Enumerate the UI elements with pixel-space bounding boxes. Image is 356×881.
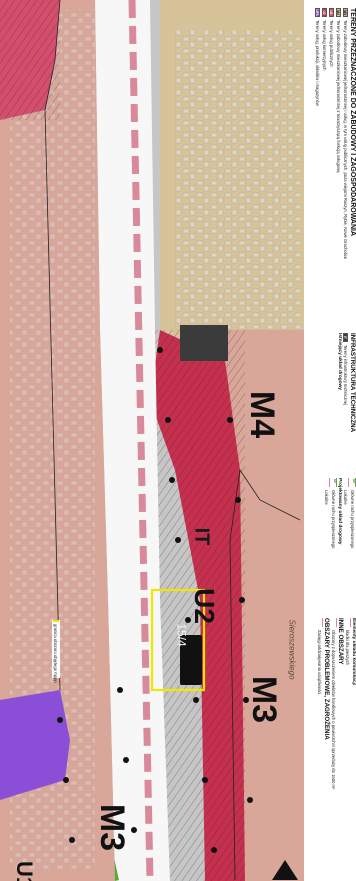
legend-text: Główne ruchu przyspieszonego (331, 490, 336, 549)
road-node (247, 797, 253, 803)
street-label: Sieroszewskiego (287, 619, 297, 680)
legend-panel: TERENY PRZEZNACZONE DO ZABUDOWY I ZAGOSP… (304, 0, 356, 881)
legend-swatch: U2 (321, 8, 328, 17)
legend-text: Tereny usług komercyjnych (322, 20, 327, 71)
road-node (235, 497, 241, 503)
road-node (227, 417, 233, 423)
road-node (175, 537, 181, 543)
map-drawing (0, 0, 306, 881)
legend-comm-title: Elementy układu komunikacji (351, 618, 356, 686)
boundary-legend-box: granica obszaru objętego mppp (52, 620, 60, 683)
road-node (165, 417, 171, 423)
legend-text: Tereny zabudowy mieszkaniowej jednorodzi… (343, 20, 348, 260)
zone-label-it: IT (190, 527, 213, 546)
legend-text: Tereny usług, produkcji, składów i magaz… (315, 20, 320, 106)
road-node (117, 687, 123, 693)
legend-line-swatch (342, 478, 349, 487)
legend-other-rows: Obszary z dopuszczeniem obiektów handlow… (330, 618, 337, 868)
legend-comm-rows: kładki dla pieszych (344, 618, 351, 868)
legend-swatch: M3 (342, 8, 349, 17)
legend-problem-rows: Zasięgi oddziaływania uciążliwości (316, 618, 323, 868)
road-node (157, 347, 163, 353)
legend-text: Tereny infrastruktury technicznej (343, 345, 348, 406)
boundary-line-right (229, 468, 301, 881)
legend-text: Lokalne (343, 490, 348, 505)
north-arrow (272, 860, 298, 880)
local-road-line (128, 0, 154, 881)
legend-line-swatch (316, 618, 323, 627)
legend-other-title: INNE OBSZARY (337, 618, 344, 665)
road-node (202, 777, 208, 783)
legend-text: Tereny zabudowy mieszkaniowej jednorodzi… (336, 20, 341, 173)
road-node (123, 757, 129, 763)
boundary-swatch (53, 620, 59, 622)
legend-swatch: M4 (335, 8, 342, 17)
u1-hatch (0, 0, 60, 120)
legend-line-swatch (330, 618, 337, 627)
road-node (169, 477, 175, 483)
road-node (131, 827, 137, 833)
zone-label-m3-left: M3 (93, 803, 132, 852)
legend-line-swatch (344, 618, 351, 627)
m4-buildings (175, 30, 300, 330)
road-node (63, 777, 69, 783)
zone-label-u1: U1 (12, 860, 38, 881)
legend-text: Tereny usług publicznych (329, 20, 334, 67)
legend-row: Obszary z dopuszczeniem obiektów handlow… (330, 618, 337, 868)
legend-road-code: GP (332, 479, 337, 484)
zone-it-block (180, 325, 228, 361)
legend-swatch: IT (342, 333, 349, 342)
legend-road-code: GP (351, 479, 356, 484)
legend-text: Obszary z dopuszczeniem obiektów handlow… (331, 630, 336, 790)
plot-boundary (150, 588, 206, 692)
legend-other: Elementy układu komunikacji kładki dla p… (316, 618, 356, 868)
road-node (193, 697, 199, 703)
footbridge-bar (180, 635, 202, 685)
boundary-caption: granica obszaru objętego mppp (53, 624, 59, 683)
zone-label-m4: M4 (243, 390, 282, 439)
zone-up1-area (0, 690, 70, 800)
road-node (239, 597, 245, 603)
legend-zoning: TERENY PRZEZNACZONE DO ZABUDOWY I ZAGOSP… (314, 8, 356, 328)
legend-problem-title: OBSZARY PROBLEMOWE, ZAGROŻENIA (323, 618, 330, 740)
legend-row: Zasięgi oddziaływania uciążliwości (316, 618, 323, 868)
map-canvas[interactable]: M4 U2 IT M3 M3 U1 15/4 Sieroszewskiego g… (0, 0, 306, 881)
legend-line-swatch: GP (349, 478, 356, 487)
legend-title: TERENY PRZEZNACZONE DO ZABUDOWY I ZAGOSP… (349, 8, 356, 237)
zone-label-u2: U2 (188, 588, 220, 624)
legend-swatch: U1 (328, 8, 335, 17)
legend-text: Zasięgi oddziaływania uciążliwości (317, 630, 322, 695)
zone-label-m3-right: M3 (245, 675, 284, 724)
legend-row: kładki dla pieszych (344, 618, 351, 868)
road-node (69, 837, 75, 843)
road-nodes (57, 347, 253, 853)
road-node (185, 617, 191, 623)
legend-content: TERENY PRZEZNACZONE DO ZABUDOWY I ZAGOSP… (304, 8, 356, 868)
legend-swatch: UP1 (314, 8, 321, 17)
road-node (57, 717, 63, 723)
legend-text: Główne ruchu przyspieszonego (350, 490, 355, 549)
legend-text: Lokalne (324, 490, 329, 505)
road-node (211, 847, 217, 853)
plot-number: 15/4 (174, 623, 189, 647)
legend-line-swatch: GP (330, 478, 337, 487)
boundary-line-left (44, 0, 61, 691)
road-node (243, 697, 249, 703)
legend-line-swatch (323, 478, 330, 487)
legend-text: kładki dla pieszych (345, 630, 350, 665)
